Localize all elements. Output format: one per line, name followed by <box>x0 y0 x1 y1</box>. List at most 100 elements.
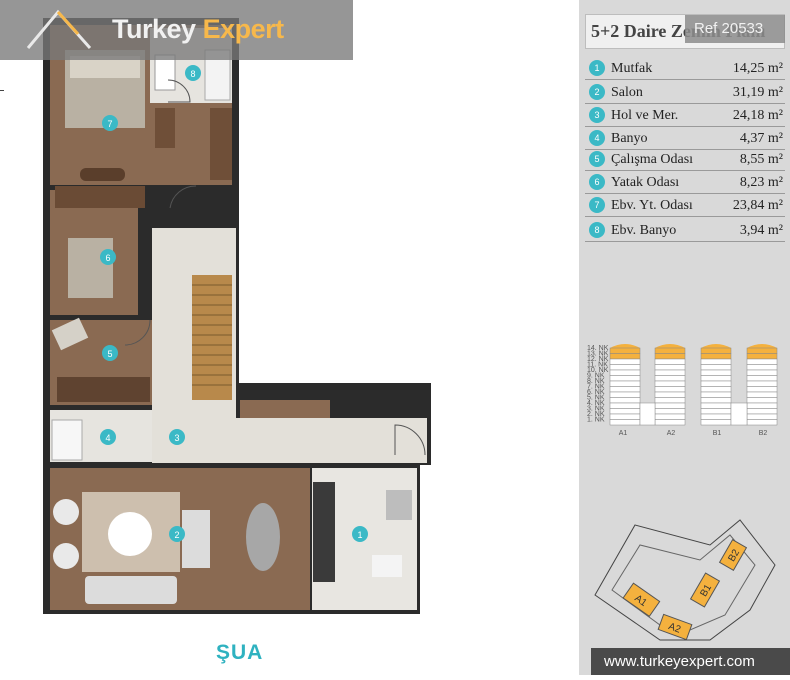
tower-label-b1: B1 <box>713 430 722 437</box>
tower-floor <box>654 408 686 415</box>
kitchen-table <box>372 555 402 577</box>
bedroom-wardrobe <box>55 186 145 208</box>
tower-label-a2: A2 <box>667 430 676 437</box>
room-name: Ebv. Yt. Odası <box>611 198 693 213</box>
room-number: 8 <box>589 222 605 238</box>
floor-plan: 1 2 3 4 5 6 7 8 <box>43 18 431 614</box>
room-marker-5: 5 <box>102 345 118 361</box>
floor-label: 11. NK <box>587 362 608 369</box>
logo-arrow-icon <box>26 9 92 49</box>
tower-floor <box>654 402 686 409</box>
tower-floor <box>609 391 641 398</box>
room-row: 3 Hol ve Mer. 24,18 m² <box>585 105 785 127</box>
room-area: 8,23 m² <box>739 175 783 190</box>
room-marker-3-label: 3 <box>174 433 179 443</box>
tower-floor <box>746 386 778 393</box>
room-marker-5-label: 5 <box>107 349 112 359</box>
tower-roof <box>655 344 685 348</box>
tower-floor <box>700 380 732 387</box>
coffee-table <box>108 512 152 556</box>
tower-floor <box>654 358 686 365</box>
tower-floor <box>654 413 686 420</box>
tower-floor <box>609 380 641 387</box>
tower-floor <box>609 375 641 382</box>
room-marker-8-label: 8 <box>190 69 195 79</box>
tower-floor <box>746 369 778 376</box>
room-name: Mutfak <box>611 61 653 76</box>
floor-label: 10. NK <box>587 367 609 374</box>
website-url[interactable]: www.turkeyexpert.com <box>591 648 790 675</box>
tower-floor <box>700 413 732 420</box>
tower-floor <box>700 369 732 376</box>
tower-roof <box>701 344 731 348</box>
master-bench <box>80 168 125 181</box>
room-number: 5 <box>589 151 605 167</box>
room-number: 1 <box>589 60 605 76</box>
room-number: 4 <box>589 130 605 146</box>
tower-floor <box>746 353 778 360</box>
room-marker-2-label: 2 <box>174 530 179 540</box>
tower-floor <box>609 369 641 376</box>
floor-label: 4. NK <box>587 400 605 407</box>
tower-blocks <box>609 344 778 426</box>
room-number: 2 <box>589 84 605 100</box>
tower-floor <box>700 408 732 415</box>
tower-floor <box>700 353 732 360</box>
tower-floor <box>746 380 778 387</box>
master-bed-pillows <box>70 56 140 78</box>
kitchen-fridge <box>386 490 412 520</box>
master-wardrobe <box>210 108 232 180</box>
room-name: Banyo <box>611 131 648 146</box>
room-area: 4,37 m² <box>739 131 783 146</box>
site-block-b2: B2 <box>718 539 748 571</box>
tower-elevation: 14. NK 13. NK 12. NK 11. NK 10. NK 9. NK… <box>587 344 778 437</box>
tower-floor <box>700 358 732 365</box>
armchair-2 <box>53 543 79 569</box>
room-name: Salon <box>611 85 643 100</box>
room-area: 31,19 m² <box>732 85 783 100</box>
room-row: 2 Salon 31,19 m² <box>585 82 785 104</box>
tower-floor <box>654 364 686 371</box>
tower-floor <box>746 402 778 409</box>
tower-floor <box>609 397 641 404</box>
corridor-cabinet <box>240 400 330 418</box>
tower-label-a1: A1 <box>619 430 628 437</box>
tower-floor <box>654 386 686 393</box>
tower-floor <box>700 419 732 426</box>
floor-label: 14. NK <box>587 345 609 352</box>
tower-floor <box>609 353 641 360</box>
floor-label: 13. NK <box>587 351 609 358</box>
room-number: 3 <box>589 107 605 123</box>
tower-floor <box>700 347 732 354</box>
stair-treads <box>192 284 232 386</box>
floor-label: 12. NK <box>587 356 609 363</box>
room-number: 7 <box>589 197 605 213</box>
armchair-1 <box>53 499 79 525</box>
room-row: 4 Banyo 4,37 m² <box>585 128 785 150</box>
tower-floor <box>746 419 778 426</box>
tower-floor <box>609 408 641 415</box>
floor-label: 7. NK <box>587 384 605 391</box>
tower-floor <box>700 386 732 393</box>
room-marker-7-label: 7 <box>107 119 112 129</box>
door-swings <box>124 79 426 456</box>
tower-floor <box>700 402 732 409</box>
kitchen-counter <box>313 482 335 582</box>
tower-floor <box>700 364 732 371</box>
tower-floor <box>700 391 732 398</box>
tower-floor <box>654 353 686 360</box>
site-plan: A1 A2 B1 B2 <box>594 519 776 641</box>
room-marker-4-label: 4 <box>105 433 110 443</box>
tower-floor <box>746 375 778 382</box>
room-area: 24,18 m² <box>732 108 783 123</box>
floor-labels: 14. NK 13. NK 12. NK 11. NK 10. NK 9. NK… <box>587 345 609 424</box>
ref-badge: Ref 20533 <box>685 15 785 43</box>
site-block-b1-label: B1 <box>698 582 714 598</box>
room-name: Hol ve Mer. <box>611 108 679 123</box>
floor-label: 5. NK <box>587 395 605 402</box>
study-chair <box>51 317 89 351</box>
tower-podium <box>730 402 748 426</box>
room-name: Yatak Odası <box>611 175 680 190</box>
